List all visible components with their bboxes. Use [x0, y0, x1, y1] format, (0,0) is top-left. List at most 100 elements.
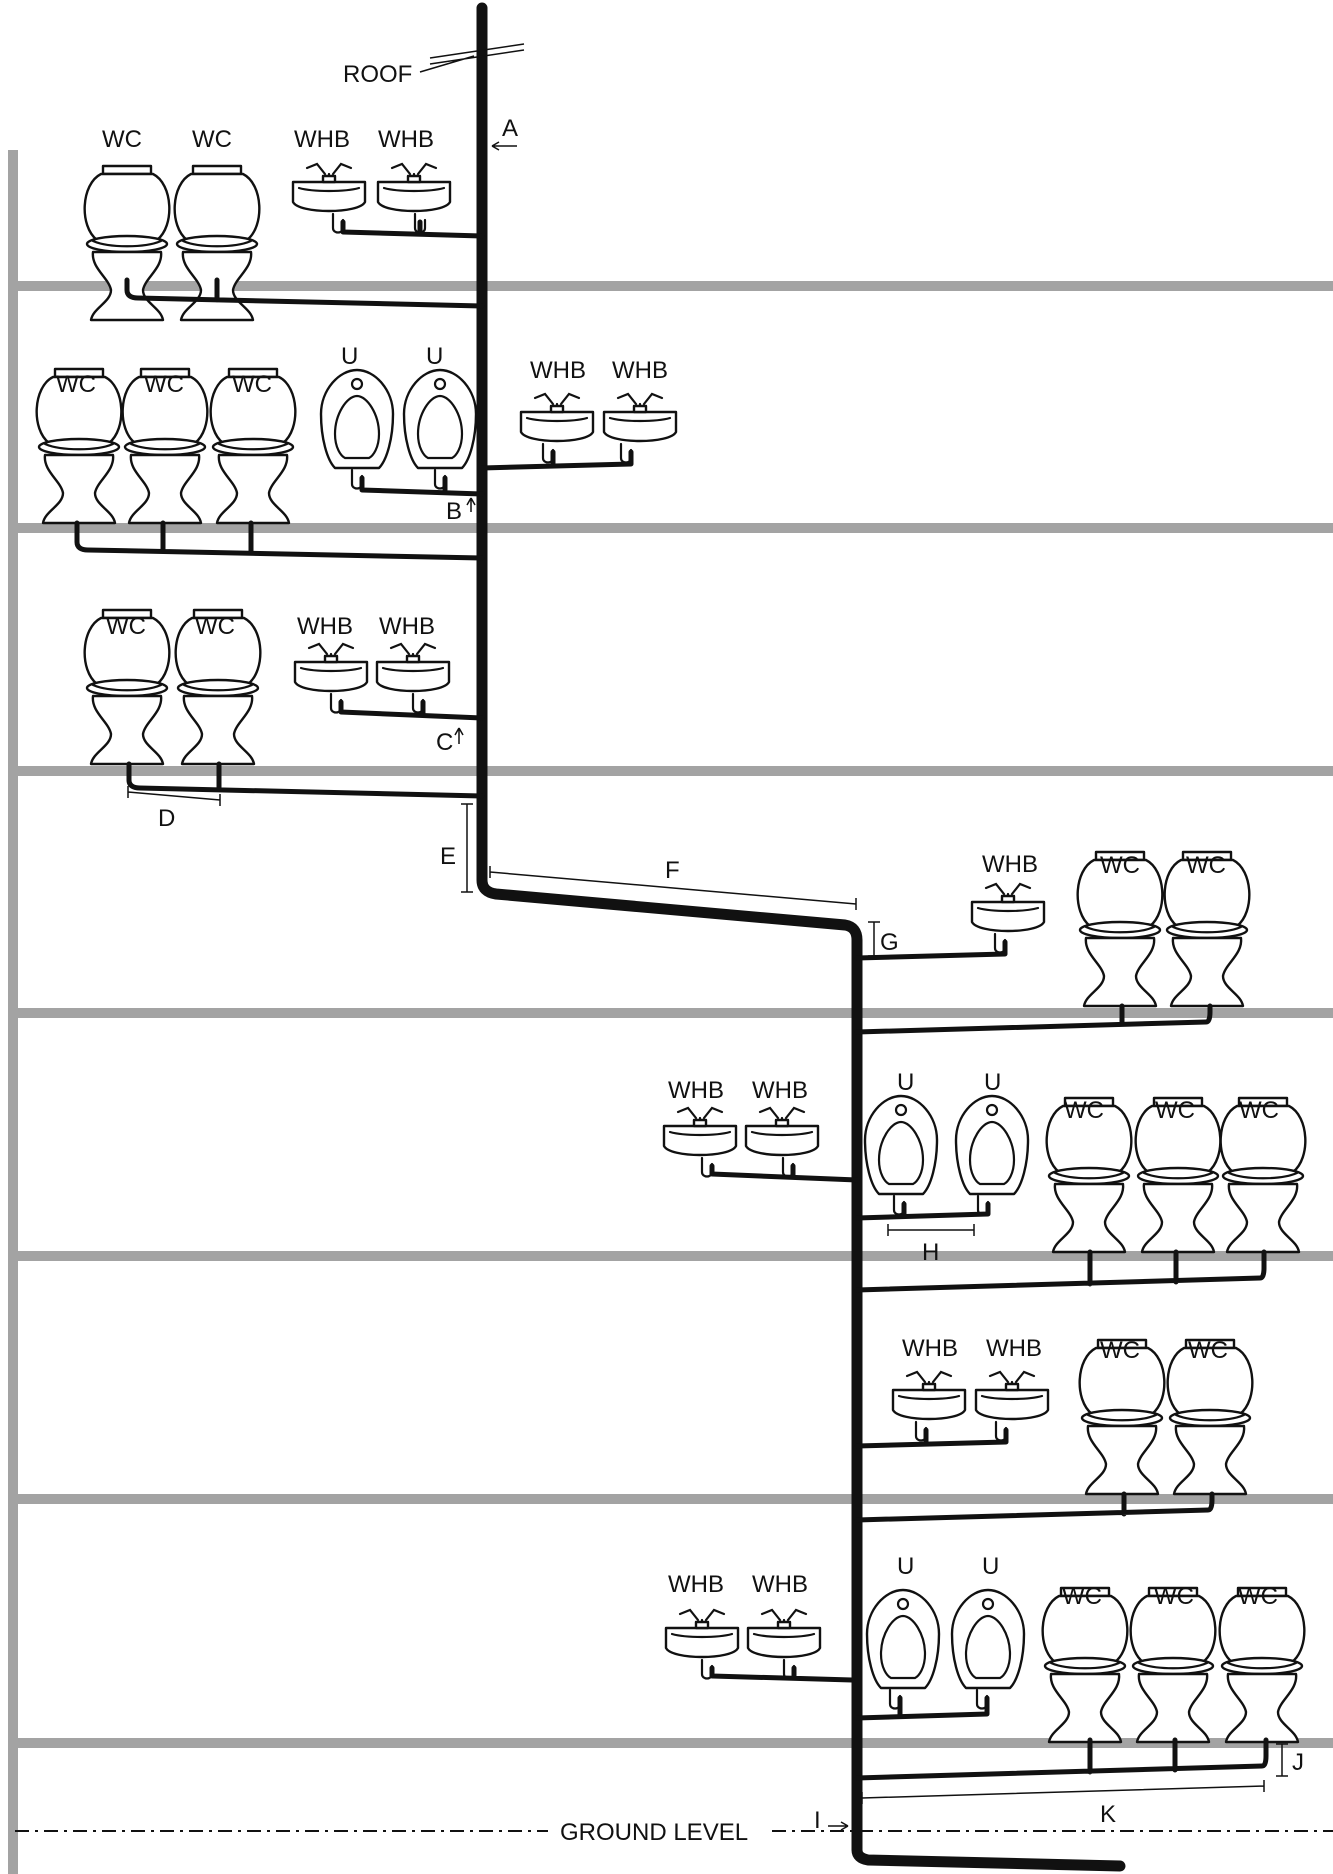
whb-icon — [974, 1370, 1050, 1421]
branch-pipe — [854, 1201, 991, 1221]
wc-label: WC — [1100, 1337, 1140, 1364]
dim-arrow-i — [828, 1821, 849, 1831]
whb-icon — [293, 642, 369, 693]
whb-label: WHB — [668, 1571, 724, 1598]
branch-pipe — [126, 761, 485, 799]
wc-label: WC — [1154, 1583, 1194, 1610]
roof-label: ROOF — [343, 61, 412, 88]
branch-pipe — [854, 1003, 1213, 1035]
whb-icon — [746, 1608, 822, 1659]
urinal-label: U — [984, 1069, 1001, 1096]
wc-label: WC — [232, 371, 272, 398]
whb-label: WHB — [612, 357, 668, 384]
floor-slab — [8, 1008, 1333, 1018]
urinal-label: U — [982, 1553, 999, 1580]
whb-icon — [291, 162, 367, 213]
urinal-icon — [319, 368, 395, 470]
whb-label: WHB — [986, 1335, 1042, 1362]
wc-label: WC — [192, 126, 232, 153]
whb-label: WHB — [378, 126, 434, 153]
branch-pipe — [709, 1665, 855, 1683]
dim-label-d: D — [158, 805, 175, 832]
whb-label: WHB — [297, 613, 353, 640]
floor-slab — [8, 1251, 1333, 1261]
wc-label: WC — [106, 613, 146, 640]
dim-label-h: H — [922, 1239, 939, 1266]
whb-label: WHB — [982, 851, 1038, 878]
branch-pipe — [854, 1249, 1267, 1293]
urinal-label: U — [426, 343, 443, 370]
wc-label: WC — [1188, 1337, 1228, 1364]
wc-label: WC — [56, 371, 96, 398]
branch-pipe — [124, 277, 485, 309]
dim-arrow-b — [466, 497, 476, 512]
urinal-icon — [950, 1588, 1026, 1690]
branch-pipe — [854, 1737, 1269, 1781]
whb-label: WHB — [752, 1571, 808, 1598]
floor-slab — [8, 766, 1333, 776]
wc-label: WC — [1186, 852, 1226, 879]
whb-icon — [662, 1106, 738, 1157]
roof-break-mark — [419, 43, 525, 73]
dim-line-e — [461, 803, 473, 893]
branch-pipe — [709, 1163, 860, 1183]
floor-slab — [8, 523, 1333, 533]
dim-label-a: A — [502, 115, 518, 142]
floor-slab — [8, 1494, 1333, 1504]
whb-icon — [664, 1608, 740, 1659]
dim-label-e: E — [440, 843, 456, 870]
floor-slab — [8, 281, 1333, 291]
dim-line-h — [887, 1224, 975, 1236]
wc-label: WC — [144, 371, 184, 398]
discharge-stack — [476, 2, 1126, 1872]
branch-pipe — [338, 699, 485, 721]
dim-label-g: G — [880, 929, 899, 956]
dim-line-k — [861, 1780, 1265, 1804]
dim-label-k: K — [1100, 1801, 1116, 1828]
urinal-label: U — [341, 343, 358, 370]
dim-line-f — [489, 866, 857, 910]
whb-icon — [891, 1370, 967, 1421]
whb-icon — [375, 642, 451, 693]
whb-icon — [376, 162, 452, 213]
urinal-icon — [402, 368, 478, 470]
wc-label: WC — [1155, 1097, 1195, 1124]
branch-pipe — [479, 449, 634, 471]
whb-label: WHB — [530, 357, 586, 384]
wc-icon — [1041, 1586, 1129, 1744]
wc-label: WC — [1064, 1097, 1104, 1124]
wc-icon — [1129, 1586, 1217, 1744]
branch-pipe — [854, 1427, 1009, 1449]
urinal-label: U — [897, 1553, 914, 1580]
whb-icon — [602, 392, 678, 443]
branch-pipe — [359, 475, 485, 497]
wc-label: WC — [195, 613, 235, 640]
ground-level-label: GROUND LEVEL — [560, 1819, 748, 1846]
branch-pipe — [340, 219, 485, 239]
wc-label: WC — [1062, 1583, 1102, 1610]
whb-label: WHB — [379, 613, 435, 640]
whb-label: WHB — [668, 1077, 724, 1104]
urinal-icon — [863, 1094, 939, 1196]
wc-label: WC — [1100, 852, 1140, 879]
dim-label-j: J — [1292, 1749, 1304, 1776]
dim-label-b: B — [446, 498, 462, 525]
branch-pipe — [854, 1695, 990, 1721]
dim-label-f: F — [665, 857, 680, 884]
urinal-icon — [865, 1588, 941, 1690]
branch-pipe — [854, 1491, 1215, 1523]
dim-arrow-a — [491, 141, 517, 151]
wc-icon — [1218, 1586, 1306, 1744]
dim-label-i: I — [814, 1807, 821, 1834]
wc-label: WC — [102, 126, 142, 153]
whb-icon — [519, 392, 595, 443]
whb-icon — [970, 882, 1046, 933]
whb-label: WHB — [294, 126, 350, 153]
whb-icon — [744, 1106, 820, 1157]
whb-label: WHB — [902, 1335, 958, 1362]
dim-line-g — [868, 921, 880, 957]
wc-label: WC — [1238, 1583, 1278, 1610]
dim-arrow-c — [454, 727, 464, 744]
urinal-label: U — [897, 1069, 914, 1096]
